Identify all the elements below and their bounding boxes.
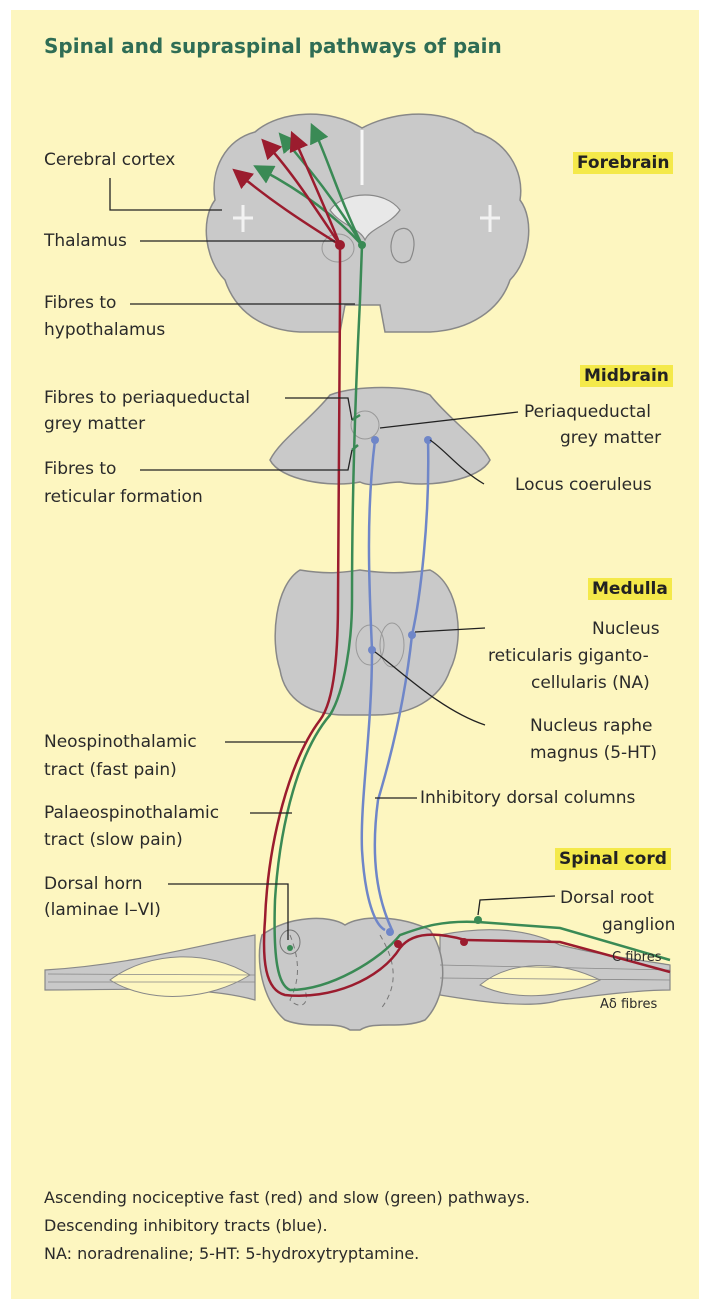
label-nrm-2: magnus (5-HT): [530, 740, 657, 766]
label-dorsal-horn-1: Dorsal horn: [44, 871, 143, 897]
region-forebrain: Forebrain: [573, 152, 673, 174]
label-fibres-reticular-1: Fibres to: [44, 456, 116, 482]
label-cerebral-cortex: Cerebral cortex: [44, 147, 175, 173]
label-locus-coeruleus: Locus coeruleus: [515, 472, 652, 498]
caption-line-1: Ascending nociceptive fast (red) and slo…: [44, 1188, 530, 1207]
region-spinal-cord: Spinal cord: [555, 848, 671, 870]
label-neospinothalamic-1: Neospinothalamic: [44, 729, 197, 755]
caption-line-2: Descending inhibitory tracts (blue).: [44, 1216, 328, 1235]
caption-line-3: NA: noradrenaline; 5-HT: 5-hydroxytrypta…: [44, 1244, 419, 1263]
label-nrm-1: Nucleus raphe: [530, 713, 653, 739]
medulla-section: [275, 570, 458, 715]
forebrain-section: [206, 114, 528, 332]
label-dorsal-horn-2: (laminae I–VI): [44, 897, 161, 923]
label-a-delta-fibres: Aδ fibres: [600, 997, 657, 1012]
diagram-title: Spinal and supraspinal pathways of pain: [44, 34, 502, 58]
label-c-fibres: C fibres: [612, 950, 661, 965]
label-drg-1: Dorsal root: [560, 885, 654, 911]
region-midbrain: Midbrain: [580, 365, 673, 387]
label-fibres-pag-1: Fibres to periaqueductal: [44, 385, 250, 411]
label-thalamus: Thalamus: [44, 228, 127, 254]
label-palaeospinothalamic-2: tract (slow pain): [44, 827, 183, 853]
label-fibres-pag-2: grey matter: [44, 411, 145, 437]
label-fibres-hypothalamus-2: hypothalamus: [44, 317, 165, 343]
label-neospinothalamic-2: tract (fast pain): [44, 757, 177, 783]
label-fibres-reticular-2: reticular formation: [44, 484, 203, 510]
label-palaeospinothalamic-1: Palaeospinothalamic: [44, 800, 219, 826]
spinal-cord-section: [45, 918, 670, 1030]
label-periaqueductal-1: Periaqueductal: [524, 399, 651, 425]
label-nrg-3: cellularis (NA): [531, 670, 650, 696]
label-drg-2: ganglion: [602, 912, 675, 938]
label-nrg-2: reticularis giganto-: [488, 643, 649, 669]
label-fibres-hypothalamus-1: Fibres to: [44, 290, 116, 316]
label-periaqueductal-2: grey matter: [560, 425, 661, 451]
region-medulla: Medulla: [588, 578, 672, 600]
label-inhibitory-dorsal-columns: Inhibitory dorsal columns: [420, 785, 635, 811]
label-nrg-1: Nucleus: [592, 616, 660, 642]
